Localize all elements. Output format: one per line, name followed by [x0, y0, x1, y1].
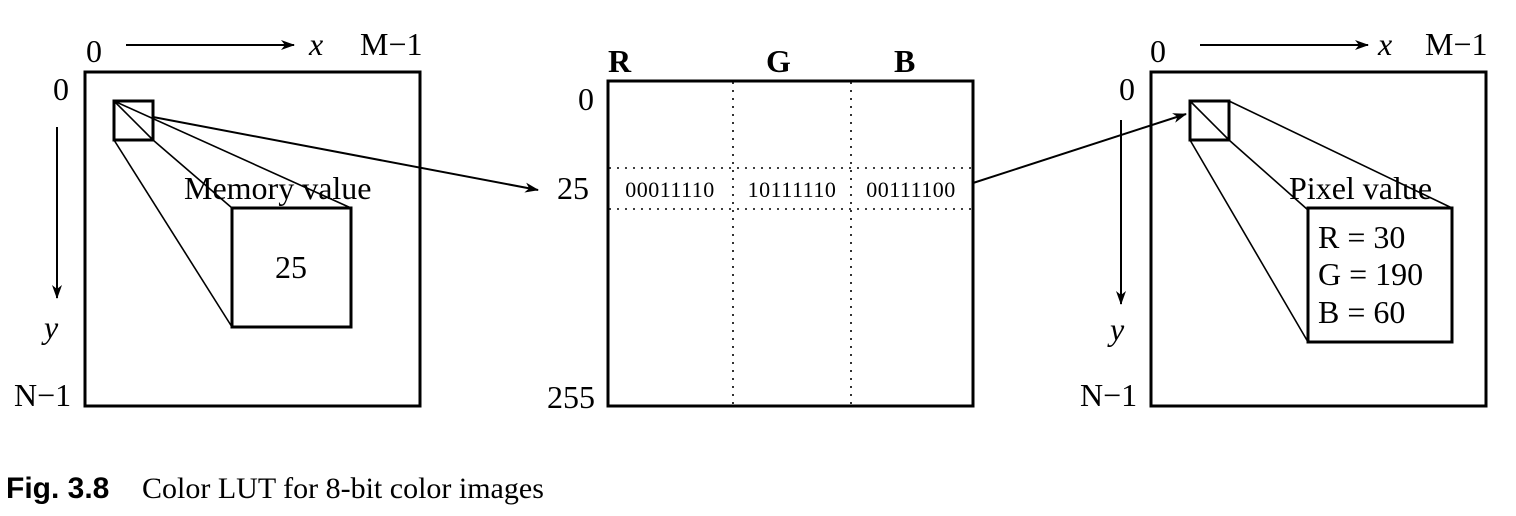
memory-callout-title: Memory value	[184, 170, 372, 206]
lut-row-label-25: 25	[557, 170, 589, 206]
lut-table-panel: R G B 0 25 255 00011110 10111110 0011110…	[547, 43, 975, 415]
lut-row-25-g-value: 10111110	[748, 177, 837, 202]
display-origin-y-label: 0	[1119, 71, 1135, 107]
lut-to-pixel-arrow	[972, 113, 1187, 184]
memory-pixel-square	[112, 99, 155, 142]
lut-header-g: G	[766, 43, 791, 79]
memory-y-axis-label: y	[41, 309, 59, 345]
display-y-end-label: N−1	[1080, 377, 1137, 413]
memory-callout-line-top	[113, 100, 352, 209]
memory-callout-value: 25	[275, 249, 307, 285]
display-x-axis-label: x	[1377, 26, 1392, 62]
display-rgb-line-r: R = 30	[1318, 219, 1405, 255]
display-rgb-line-b: B = 60	[1318, 294, 1405, 330]
memory-pixel-diagonal	[113, 100, 154, 141]
lut-header-r: R	[608, 43, 632, 79]
memory-x-axis-label: x	[308, 26, 323, 62]
display-pixel-diagonal	[1189, 100, 1230, 141]
lut-header-b: B	[894, 43, 915, 79]
display-callout-line-mid	[1228, 139, 1309, 211]
lut-row-25-b-value: 00111100	[866, 177, 956, 202]
lut-row-label-end: 255	[547, 379, 595, 415]
display-callout-title: Pixel value	[1289, 170, 1432, 206]
display-x-end-label: M−1	[1425, 26, 1488, 62]
display-callout-line-top	[1228, 100, 1453, 209]
figure-caption: Fig. 3.8 Color LUT for 8-bit color image…	[6, 472, 544, 505]
display-image-frame	[1149, 70, 1488, 408]
memory-image-panel: 0 x M−1 0 y N−1 Memory value 25	[14, 26, 423, 413]
caption-text: Color LUT for 8-bit color images	[142, 472, 544, 505]
display-y-axis-label: y	[1107, 311, 1125, 347]
memory-origin-y-label: 0	[53, 71, 69, 107]
caption-figure-number: Fig. 3.8	[6, 472, 109, 505]
display-image-panel: 0 x M−1 0 y N−1 Pixel value R = 30 G = 1…	[1080, 26, 1488, 413]
lut-row-25-r-value: 00011110	[625, 177, 715, 202]
display-callout-line-bottom	[1189, 139, 1309, 343]
memory-callout-box	[230, 206, 353, 329]
memory-image-frame	[83, 70, 422, 408]
memory-to-lut-arrow	[152, 116, 539, 193]
memory-y-end-label: N−1	[14, 377, 71, 413]
memory-callout-line-bottom	[113, 139, 233, 328]
display-pixel-square	[1188, 99, 1231, 142]
memory-x-end-label: M−1	[360, 26, 423, 62]
memory-origin-x-label: 0	[86, 33, 102, 69]
lut-row-label-start: 0	[578, 81, 594, 117]
display-rgb-line-g: G = 190	[1318, 256, 1423, 292]
display-callout-box	[1306, 206, 1454, 344]
lut-table-frame	[606, 79, 975, 408]
display-origin-x-label: 0	[1150, 33, 1166, 69]
memory-callout-line-mid	[152, 139, 233, 209]
